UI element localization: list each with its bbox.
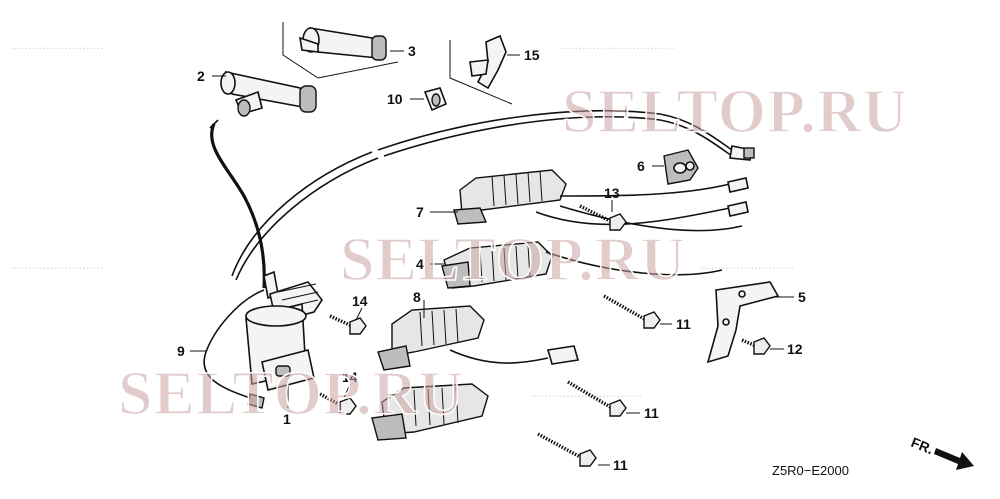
watermark-middle: SELTOP.RU [340, 226, 686, 294]
callout-8: 8 [413, 289, 421, 305]
bolt-12 [741, 337, 771, 355]
callout-11-lower: 11 [613, 457, 628, 473]
callout-1: 1 [283, 411, 291, 427]
bolt-14-lower [319, 392, 357, 415]
svg-text:∙∙∙∙∙∙∙∙∙∙∙∙∙∙∙∙∙∙∙∙∙∙∙∙∙∙: ∙∙∙∙∙∙∙∙∙∙∙∙∙∙∙∙∙∙∙∙∙∙∙∙∙∙ [10, 260, 104, 275]
high-tension-wire-9 [203, 119, 266, 409]
svg-text:∙∙∙∙∙∙∙∙∙∙∙∙∙∙∙∙∙∙∙∙∙∙∙∙∙∙: ∙∙∙∙∙∙∙∙∙∙∙∙∙∙∙∙∙∙∙∙∙∙∙∙∙∙ [10, 40, 104, 55]
callout-3: 3 [408, 43, 416, 59]
bolt-11-lower [537, 432, 597, 467]
bolt-11-middle [567, 380, 627, 417]
coil-8 [377, 305, 580, 371]
bolt-13 [579, 204, 627, 231]
callout-13: 13 [604, 185, 620, 201]
callout-14-lower: 14 [342, 369, 358, 385]
callout-11-middle: 11 [644, 405, 659, 421]
upper-wire [231, 110, 755, 281]
grommet-6 [663, 149, 699, 185]
plug-cap-2 [220, 70, 317, 117]
ignition-coil-1 [245, 270, 323, 408]
clamp-15 [449, 34, 520, 105]
callout-4: 4 [416, 256, 424, 272]
callout-12: 12 [787, 341, 803, 357]
watermark-bottom: SELTOP.RU [118, 360, 464, 428]
coil-7 [453, 169, 749, 232]
direction-arrow-icon [934, 448, 974, 470]
watermark-top: SELTOP.RU [562, 78, 908, 146]
callout-11-upper: 11 [676, 316, 691, 332]
callout-2: 2 [197, 68, 205, 84]
plug-cap-3 [282, 22, 399, 79]
callout-labels: 1 2 3 4 5 6 7 8 9 10 11 11 11 12 13 14 1… [177, 43, 806, 473]
svg-text:∙∙∙∙∙∙∙∙∙∙∙∙∙∙∙∙∙∙∙∙∙∙∙∙∙∙∙∙∙∙: ∙∙∙∙∙∙∙∙∙∙∙∙∙∙∙∙∙∙∙∙∙∙∙∙∙∙∙∙∙∙∙ [530, 388, 642, 403]
callout-15: 15 [524, 47, 540, 63]
coil-lower [371, 383, 489, 441]
clip-10 [410, 87, 448, 112]
callout-9: 9 [177, 343, 185, 359]
bolt-11-upper [603, 294, 661, 329]
svg-text:∙∙∙∙∙∙∙∙∙∙∙∙∙∙∙∙∙∙∙∙∙∙∙∙∙∙: ∙∙∙∙∙∙∙∙∙∙∙∙∙∙∙∙∙∙∙∙∙∙∙∙∙∙ [700, 260, 794, 275]
callout-10: 10 [387, 91, 403, 107]
svg-text:∙∙∙∙∙∙∙∙∙∙∙∙∙∙∙∙∙∙∙∙∙∙∙∙∙∙∙∙∙∙: ∙∙∙∙∙∙∙∙∙∙∙∙∙∙∙∙∙∙∙∙∙∙∙∙∙∙∙∙∙∙∙∙ [560, 40, 676, 55]
callout-7: 7 [416, 204, 424, 220]
coil-4 [441, 241, 723, 289]
bolt-14-upper [329, 314, 367, 335]
leader-lines [190, 50, 794, 466]
front-direction-indicator: FR. [909, 434, 974, 470]
callout-14-upper: 14 [352, 293, 368, 309]
watermark-group: SELTOP.RU SELTOP.RU SELTOP.RU [117, 77, 908, 429]
drawing-code: Z5R0−E2000 [772, 463, 849, 478]
bracket-5 [706, 281, 780, 364]
ghost-watermark-rows: ∙∙∙∙∙∙∙∙∙∙∙∙∙∙∙∙∙∙∙∙∙∙∙∙∙∙ ∙∙∙∙∙∙∙∙∙∙∙∙∙… [10, 40, 794, 403]
callout-5: 5 [798, 289, 806, 305]
callout-6: 6 [637, 158, 645, 174]
direction-label: FR. [909, 434, 936, 457]
